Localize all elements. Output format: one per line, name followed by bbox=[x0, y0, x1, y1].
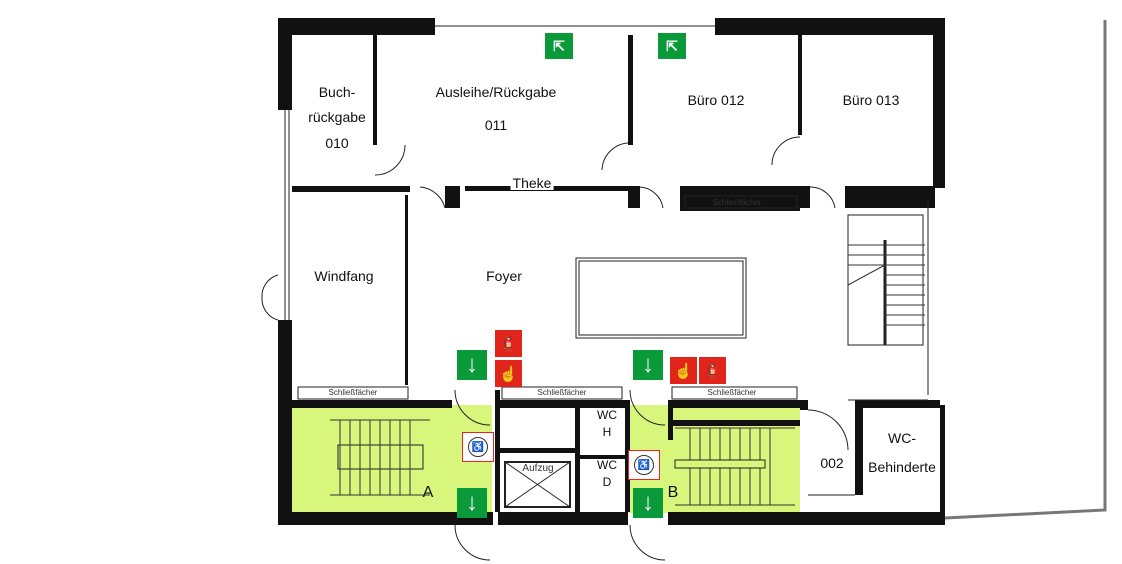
locker-label: Schließfächer bbox=[537, 388, 587, 397]
wheelchair-space-icon: ♿ bbox=[628, 450, 660, 480]
room-011-label: Ausleihe/Rückgabe bbox=[435, 84, 557, 100]
exit-arrow-down-icon: ↓ bbox=[457, 350, 487, 380]
fire-alarm-icon: ☝ bbox=[495, 360, 522, 387]
fire-extinguisher-icon: 🧯 bbox=[495, 330, 522, 357]
counter-label: Theke bbox=[510, 175, 554, 191]
wc-d-label-2: D bbox=[602, 475, 612, 489]
thin-lines bbox=[261, 20, 1107, 561]
wc-accessible-label-1: WC- bbox=[888, 430, 916, 446]
emergency-exit-sign-icon: ⇱ bbox=[545, 33, 573, 59]
exit-arrow-down-icon: ↓ bbox=[633, 350, 663, 380]
fire-alarm-icon: ☝ bbox=[670, 357, 697, 384]
room-002-label: 002 bbox=[820, 455, 844, 471]
wc-accessible-label-2: Behinderte bbox=[868, 459, 936, 475]
room-011-number: 011 bbox=[484, 117, 508, 133]
exit-arrow-down-icon: ↓ bbox=[457, 488, 487, 518]
room-010-number: 010 bbox=[325, 135, 349, 151]
locker-label: Schließfächer bbox=[328, 388, 378, 397]
room-010-label-1: Buch- bbox=[318, 84, 356, 100]
room-013-label: Büro 013 bbox=[842, 92, 900, 108]
locker-label: Schließfächer bbox=[707, 388, 757, 397]
wc-d-label-1: WC bbox=[597, 458, 617, 472]
wc-h-label-1: WC bbox=[597, 408, 617, 422]
stair-b-label: B bbox=[667, 484, 679, 501]
wheelchair-space-icon: ♿ bbox=[462, 432, 494, 462]
elevator-label: Aufzug bbox=[522, 463, 554, 474]
windfang-label: Windfang bbox=[314, 268, 374, 284]
exit-arrow-down-icon: ↓ bbox=[633, 488, 663, 518]
foyer-label: Foyer bbox=[486, 268, 522, 284]
stair-a-label: A bbox=[422, 484, 434, 501]
emergency-exit-sign-icon: ⇱ bbox=[658, 33, 686, 59]
fire-extinguisher-icon: 🧯 bbox=[699, 357, 726, 384]
wc-h-label-2: H bbox=[602, 425, 612, 439]
room-010-label-2: rückgabe bbox=[308, 109, 366, 125]
locker-label: Schließfächer bbox=[712, 198, 762, 207]
room-012-label: Büro 012 bbox=[687, 92, 745, 108]
